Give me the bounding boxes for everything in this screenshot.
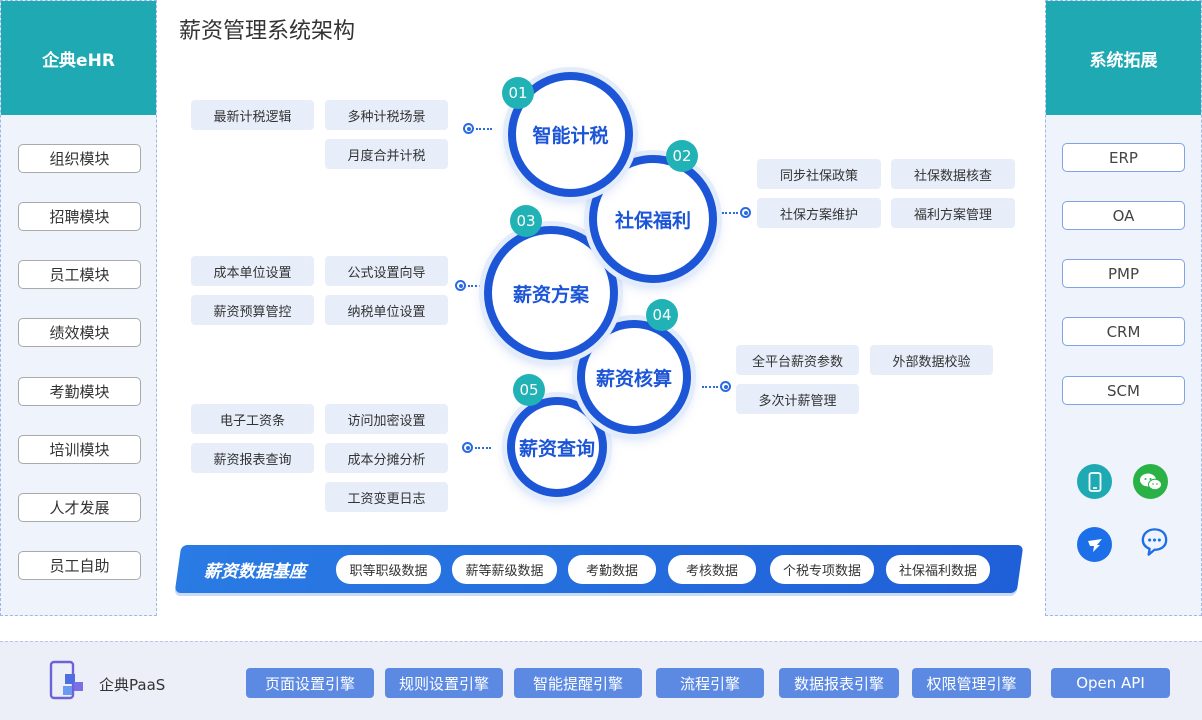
connector-02	[720, 207, 751, 218]
engine-rule-setup[interactable]: 规则设置引擎	[385, 668, 503, 698]
engine-workflow[interactable]: 流程引擎	[656, 668, 764, 698]
base-tag-appraisal-data: 考核数据	[668, 555, 756, 584]
base-tag-grade-data: 职等职级数据	[336, 555, 441, 584]
tag-external-validate: 外部数据校验	[870, 345, 993, 375]
tag-e-payslip: 电子工资条	[191, 404, 314, 434]
tag-multi-payroll: 多次计薪管理	[736, 384, 859, 414]
paas-label: 企典PaaS	[99, 676, 166, 694]
extension-scm[interactable]: SCM	[1062, 376, 1185, 405]
page-title: 薪资管理系统架构	[179, 19, 356, 44]
tag-social-data-check: 社保数据核查	[891, 159, 1015, 189]
paas-logo-icon	[49, 660, 87, 706]
module-label-05: 薪资查询	[518, 437, 595, 460]
base-tag-tax-data: 个税专项数据	[770, 555, 874, 584]
tag-latest-tax-logic: 最新计税逻辑	[191, 100, 314, 130]
module-label-02: 社保福利	[614, 209, 691, 232]
module-label-04: 薪资核算	[595, 367, 672, 390]
extension-pmp[interactable]: PMP	[1062, 259, 1185, 288]
tag-sync-policy: 同步社保政策	[757, 159, 881, 189]
module-badge-03: 03	[510, 205, 542, 237]
module-label-01: 智能计税	[532, 125, 609, 147]
data-base: 薪资数据基座 职等职级数据 薪等薪级数据 考勤数据 考核数据 个税专项数据 社保…	[172, 545, 1028, 603]
tag-social-plan: 社保方案维护	[757, 198, 881, 228]
wechat-icon[interactable]	[1133, 464, 1168, 499]
tag-change-log: 工资变更日志	[325, 482, 448, 512]
base-tag-attendance-data: 考勤数据	[568, 555, 656, 584]
tag-access-encryption: 访问加密设置	[325, 404, 448, 434]
ehr-module-attendance[interactable]: 考勤模块	[18, 377, 141, 406]
extension-panel-title: 系统拓展	[1046, 1, 1201, 115]
extension-panel: 系统拓展 ERP OA PMP CRM SCM	[1045, 0, 1202, 616]
module-badge-05: 05	[513, 374, 545, 406]
connector-03	[455, 280, 486, 291]
connector-01	[463, 123, 494, 134]
module-label-03: 薪资方案	[512, 283, 589, 306]
ehr-module-employee[interactable]: 员工模块	[18, 260, 141, 289]
engine-page-setup[interactable]: 页面设置引擎	[246, 668, 374, 698]
engine-data-report[interactable]: 数据报表引擎	[779, 668, 899, 698]
tag-budget-control: 薪资预算管控	[191, 295, 314, 325]
tag-salary-report: 薪资报表查询	[191, 443, 314, 473]
tag-cost-allocation: 成本分摊分析	[325, 443, 448, 473]
module-circle-02[interactable]: 社保福利	[589, 155, 717, 283]
ehr-module-training[interactable]: 培训模块	[18, 435, 141, 464]
ehr-panel: 企典eHR 组织模块 招聘模块 员工模块 绩效模块 考勤模块 培训模块 人才发展…	[0, 0, 157, 616]
base-tag-welfare-data: 社保福利数据	[886, 555, 990, 584]
tag-cost-unit: 成本单位设置	[191, 256, 314, 286]
connector-05	[462, 442, 493, 453]
ehr-module-talent[interactable]: 人才发展	[18, 493, 141, 522]
tag-monthly-tax: 月度合并计税	[325, 139, 448, 169]
tag-tax-scenarios: 多种计税场景	[325, 100, 448, 130]
chat-icon[interactable]	[1137, 524, 1172, 559]
paas-bar: 企典PaaS 页面设置引擎 规则设置引擎 智能提醒引擎 流程引擎 数据报表引擎 …	[0, 641, 1202, 720]
module-badge-01: 01	[502, 77, 534, 109]
engine-permission[interactable]: 权限管理引擎	[912, 668, 1031, 698]
connector-04	[700, 381, 731, 392]
module-badge-02: 02	[666, 140, 698, 172]
mobile-icon[interactable]	[1077, 464, 1112, 499]
base-tag-salary-grade-data: 薪等薪级数据	[452, 555, 557, 584]
extension-crm[interactable]: CRM	[1062, 317, 1185, 346]
data-base-title: 薪资数据基座	[204, 562, 306, 582]
ehr-module-org[interactable]: 组织模块	[18, 144, 141, 173]
tag-formula-wizard: 公式设置向导	[325, 256, 448, 286]
dingtalk-icon[interactable]	[1077, 527, 1112, 562]
engine-smart-reminder[interactable]: 智能提醒引擎	[514, 668, 642, 698]
ehr-module-performance[interactable]: 绩效模块	[18, 318, 141, 347]
ehr-module-self-service[interactable]: 员工自助	[18, 551, 141, 580]
module-badge-04: 04	[646, 299, 678, 331]
tag-welfare-plan: 福利方案管理	[891, 198, 1015, 228]
ehr-module-recruit[interactable]: 招聘模块	[18, 202, 141, 231]
extension-oa[interactable]: OA	[1062, 201, 1185, 230]
extension-erp[interactable]: ERP	[1062, 143, 1185, 172]
tag-platform-params: 全平台薪资参数	[736, 345, 859, 375]
tag-tax-unit: 纳税单位设置	[325, 295, 448, 325]
ehr-panel-title: 企典eHR	[1, 1, 156, 115]
engine-open-api[interactable]: Open API	[1051, 668, 1170, 698]
